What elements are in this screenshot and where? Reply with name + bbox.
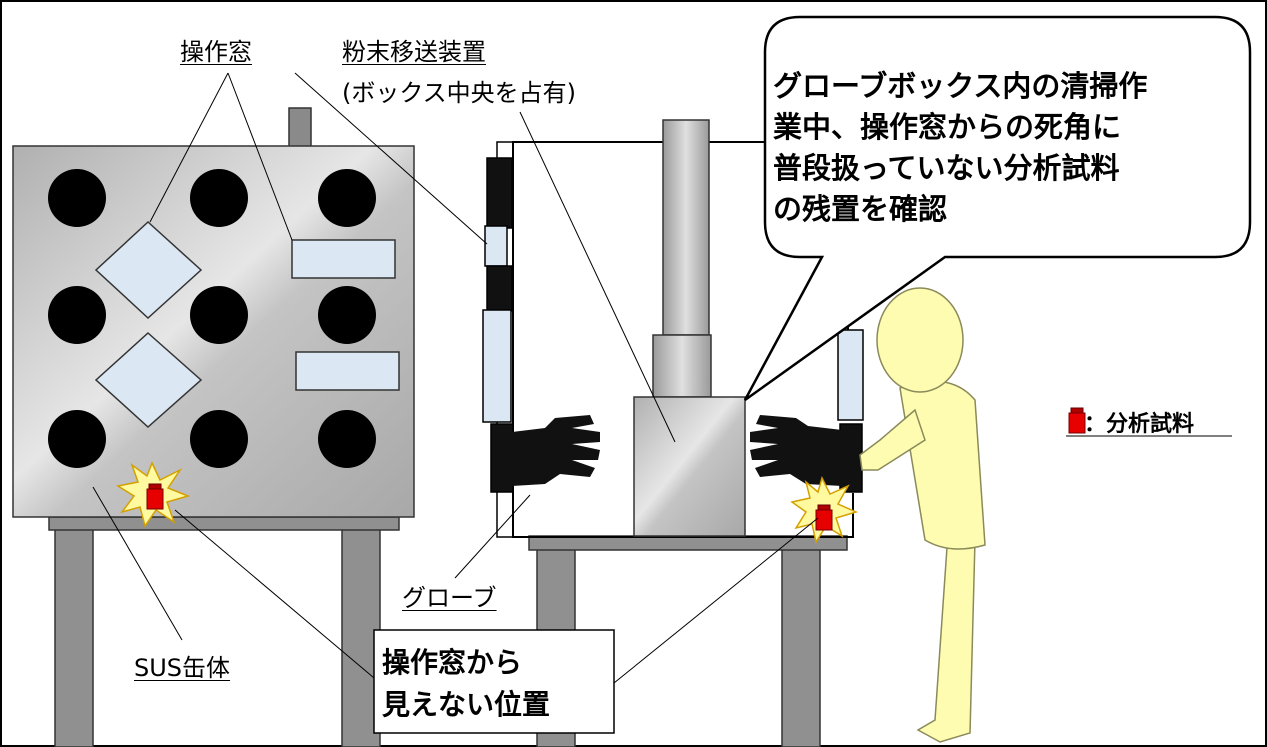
table-leg [54,524,94,747]
table-top [528,535,848,551]
operation-window [482,309,512,423]
glove-port [190,169,248,227]
operation-window [484,225,508,267]
callout-line: 普段扱っていない分析試料 [773,151,1120,185]
operation-window [295,351,400,391]
callout-text: グローブボックス内の清掃作 業中、操作窓からの死角に 普段扱っていない分析試料 … [773,66,1147,230]
hidden-position-line: 見えない位置 [382,688,551,721]
operation-window [94,331,203,429]
person-arm [859,408,926,471]
glove-port [486,157,513,229]
callout-bubble [743,15,1252,402]
glove-port [190,410,248,468]
operation-window [94,220,203,320]
label-sus-body: SUS缶体 [134,654,231,682]
sample-bottle-icon [146,483,164,510]
glove-port [318,286,376,344]
table-leg [781,540,821,747]
glove [512,415,600,486]
glove-port [48,286,106,344]
glove-port [48,410,106,468]
callout-line: の残置を確認 [773,192,948,226]
transfer-neck [652,334,712,398]
callout-line: グローブボックス内の清掃作 [773,69,1148,103]
label-glove: グローブ [402,584,497,612]
exhaust-pipe [288,107,312,149]
glove-port [486,265,513,312]
glove-port [48,169,106,227]
label-powder-transfer: 粉末移送装置 [342,38,486,66]
table-top [48,516,400,531]
glove-port [190,286,248,344]
glove-port [318,410,376,468]
operation-window [837,329,864,421]
callout-line: 業中、操作窓からの死角に [773,110,1122,144]
leader-lines [92,72,819,684]
label-hidden-position: 操作窓から 見えない位置 [382,642,550,726]
person-head [876,287,964,393]
glove [750,415,842,486]
glove-port [318,169,376,227]
transfer-pipe [662,119,710,336]
hidden-position-line: 操作窓から [382,646,523,679]
person-leg [916,532,976,743]
legend-sample-label: ：分析試料 [1084,412,1195,437]
glove-port [839,423,863,493]
legend-sample-icon [1068,407,1086,434]
operation-window [291,239,396,279]
powder-transfer-device [633,396,746,537]
sample-bottle-icon [815,504,833,531]
hidden-position-box [373,629,615,734]
label-powder-transfer-note: (ボックス中央を占有) [342,79,577,107]
worker-figure [859,287,986,743]
label-operation-window: 操作窓 [180,38,252,66]
sus-box-left [12,107,415,747]
person-torso [899,380,986,550]
glove-port [490,423,514,493]
